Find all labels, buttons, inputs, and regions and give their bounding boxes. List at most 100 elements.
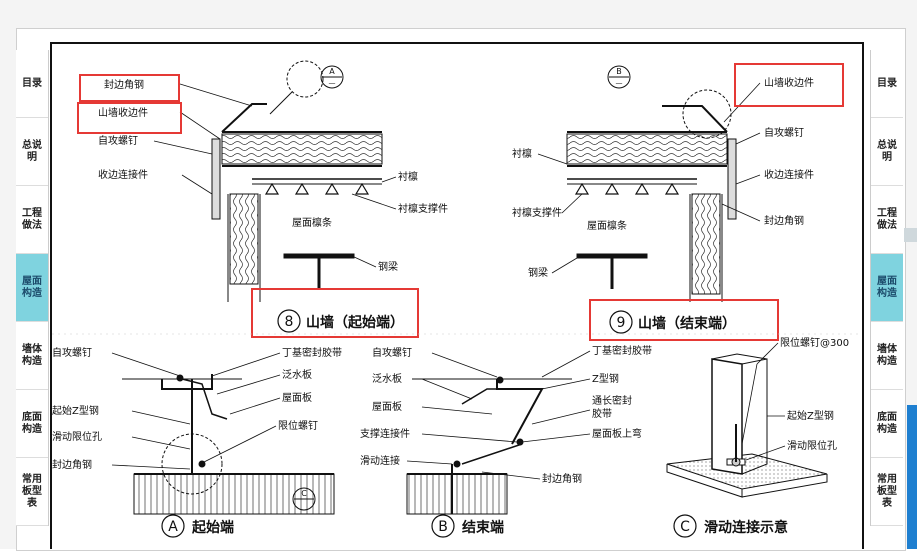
label-a-flashing: 泛水板 [282, 368, 312, 381]
label-a-butyl-tape: 丁基密封胶带 [282, 346, 342, 359]
labels-8: 封边角钢 山墙收边件 自攻螺钉 收边连接件 衬檩 衬檩支撑件 屋面檩条 钢梁 [98, 78, 448, 273]
detail-b-letter: B [438, 519, 448, 535]
detail-c-title: 滑动连接示意 [704, 519, 788, 536]
label-8-purlin-support: 衬檩支撑件 [398, 202, 448, 215]
detail-8-number-circle [277, 309, 301, 333]
drawing-frame: A — 封边角钢 山墙收边件 自攻螺钉 收边连接件 衬檩 衬檩支撑件 屋面檩条 … [50, 42, 864, 549]
tab-left-6[interactable]: 常用板型表 [16, 458, 48, 526]
callout-b-letter: B [616, 67, 622, 76]
wall-panel-b [406, 473, 508, 515]
callout-a-marker [320, 65, 344, 89]
label-a-z-steel: 起始Z型钢 [52, 404, 99, 417]
label-9-edge-angle: 封边角钢 [764, 214, 804, 227]
callout-b-circle [682, 89, 732, 139]
label-a-edge-angle: 封边角钢 [52, 458, 92, 471]
tab-right-1[interactable]: 总说明 [871, 118, 903, 186]
detail-8: A — [211, 60, 383, 302]
detail-b [406, 376, 572, 515]
steel-beam-8 [283, 253, 355, 259]
z-steel-9 [727, 138, 737, 220]
tab-left-3[interactable]: 屋面构造 [16, 254, 48, 322]
tab-right-5[interactable]: 底面构造 [871, 390, 903, 458]
detail-9-number-circle [609, 310, 633, 334]
roof-panel-9 [566, 133, 728, 165]
tab-left-5[interactable]: 底面构造 [16, 390, 48, 458]
labels-a: 自攻螺钉 丁基密封胶带 泛水板 屋面板 起始Z型钢 限位螺钉 滑动限位孔 封边角… [52, 346, 342, 471]
detail-9-number: 9 [617, 315, 626, 331]
tab-right-2[interactable]: 工程做法 [871, 186, 903, 254]
tab-right-3[interactable]: 屋面构造 [871, 254, 903, 322]
label-8-liner-purlin: 衬檩 [398, 170, 418, 183]
tab-left-4[interactable]: 墙体构造 [16, 322, 48, 390]
label-b-flashing: 泛水板 [372, 372, 402, 385]
scrollbar-thumb[interactable] [907, 405, 917, 549]
label-9-roof-purlin: 屋面檩条 [587, 219, 627, 232]
label-8-trim-connector: 收边连接件 [98, 168, 148, 181]
scrollbar-track[interactable] [904, 228, 917, 242]
label-b-long-seal-1: 通长密封 [592, 394, 632, 407]
detail-8-number: 8 [285, 314, 294, 330]
callout-c-letter: C [301, 489, 307, 498]
callout-a-circle [286, 60, 324, 98]
highlight-edge-angle-8 [79, 74, 180, 102]
label-8-steel-beam: 钢梁 [378, 260, 398, 273]
detail-9: B — [566, 65, 737, 302]
label-9-liner-purlin: 衬檩 [512, 147, 532, 160]
label-b-panel-fold: 屋面板上弯 [592, 427, 642, 440]
detail-b-title: 结束端 [462, 519, 504, 536]
steel-beam-9 [576, 253, 648, 259]
label-8-gable-trim: 山墙收边件 [98, 106, 148, 119]
roof-panel-8 [221, 133, 383, 165]
label-9-trim-connector: 收边连接件 [764, 168, 814, 181]
label-b-slide: 滑动连接 [360, 454, 400, 467]
tab-right-6[interactable]: 常用板型表 [871, 458, 903, 526]
svg-text:—: — [616, 79, 623, 87]
label-8-screw: 自攻螺钉 [98, 134, 138, 147]
labels-9: 山墙收边件 自攻螺钉 衬檩 收边连接件 衬檩支撑件 屋面檩条 封边角钢 钢梁 [512, 76, 814, 279]
label-b-long-seal-2: 胶带 [592, 407, 612, 420]
label-a-screw: 自攻螺钉 [52, 346, 92, 359]
z-steel-8 [211, 138, 221, 220]
wall-insulation-9 [691, 193, 721, 295]
highlight-title-8 [251, 288, 419, 338]
gable-trim-9 [662, 105, 728, 133]
highlight-title-9 [589, 299, 779, 341]
label-b-support: 支撑连接件 [360, 427, 410, 440]
label-b-z-steel: Z型钢 [592, 372, 619, 385]
highlight-gable-trim-9 [734, 63, 844, 107]
tab-right-0[interactable]: 目录 [871, 50, 903, 118]
label-a-slot: 滑动限位孔 [52, 430, 102, 443]
detail-c-letter: C [680, 519, 690, 535]
label-9-gable-trim: 山墙收边件 [764, 76, 814, 89]
label-9-steel-beam: 钢梁 [528, 266, 548, 279]
detail-a-title: 起始端 [191, 519, 234, 536]
left-section-tabs: 目录总说明工程做法屋面构造墙体构造底面构造常用板型表 [16, 50, 49, 526]
detail-c [666, 353, 828, 498]
z-steel-c [711, 358, 743, 475]
label-c-z-steel: 起始Z型钢 [787, 409, 834, 422]
label-a-roof-panel: 屋面板 [282, 391, 312, 404]
gable-trim-8 [221, 103, 267, 133]
detail-a-letter: A [168, 519, 178, 535]
detail-9-title: 山墙（结束端） [638, 315, 736, 332]
label-9-purlin-support: 衬檩支撑件 [512, 206, 562, 219]
svg-text:—: — [329, 79, 336, 87]
right-section-tabs: 目录总说明工程做法屋面构造墙体构造底面构造常用板型表 [870, 50, 903, 526]
highlight-gable-trim-8 [77, 102, 182, 134]
wall-insulation-8 [229, 193, 259, 285]
label-8-edge-angle: 封边角钢 [104, 78, 144, 91]
label-a-limit-screw: 限位螺钉 [278, 419, 318, 432]
construction-drawing: A — 封边角钢 山墙收边件 自攻螺钉 收边连接件 衬檩 衬檩支撑件 屋面檩条 … [52, 60, 862, 538]
label-b-screw: 自攻螺钉 [372, 346, 412, 359]
callout-b-marker [607, 65, 631, 89]
labels-b: 自攻螺钉 丁基密封胶带 泛水板 Z型钢 屋面板 通长密封 胶带 支撑连接件 屋面… [360, 344, 652, 485]
labels-c: 限位螺钉@300 起始Z型钢 滑动限位孔 [780, 336, 849, 452]
tab-left-1[interactable]: 总说明 [16, 118, 48, 186]
detail-8-title: 山墙（起始端） [306, 314, 404, 331]
tab-left-2[interactable]: 工程做法 [16, 186, 48, 254]
callout-a-letter: A [329, 67, 335, 76]
tab-left-0[interactable]: 目录 [16, 50, 48, 118]
tab-right-4[interactable]: 墙体构造 [871, 322, 903, 390]
label-c-slot: 滑动限位孔 [787, 439, 837, 452]
